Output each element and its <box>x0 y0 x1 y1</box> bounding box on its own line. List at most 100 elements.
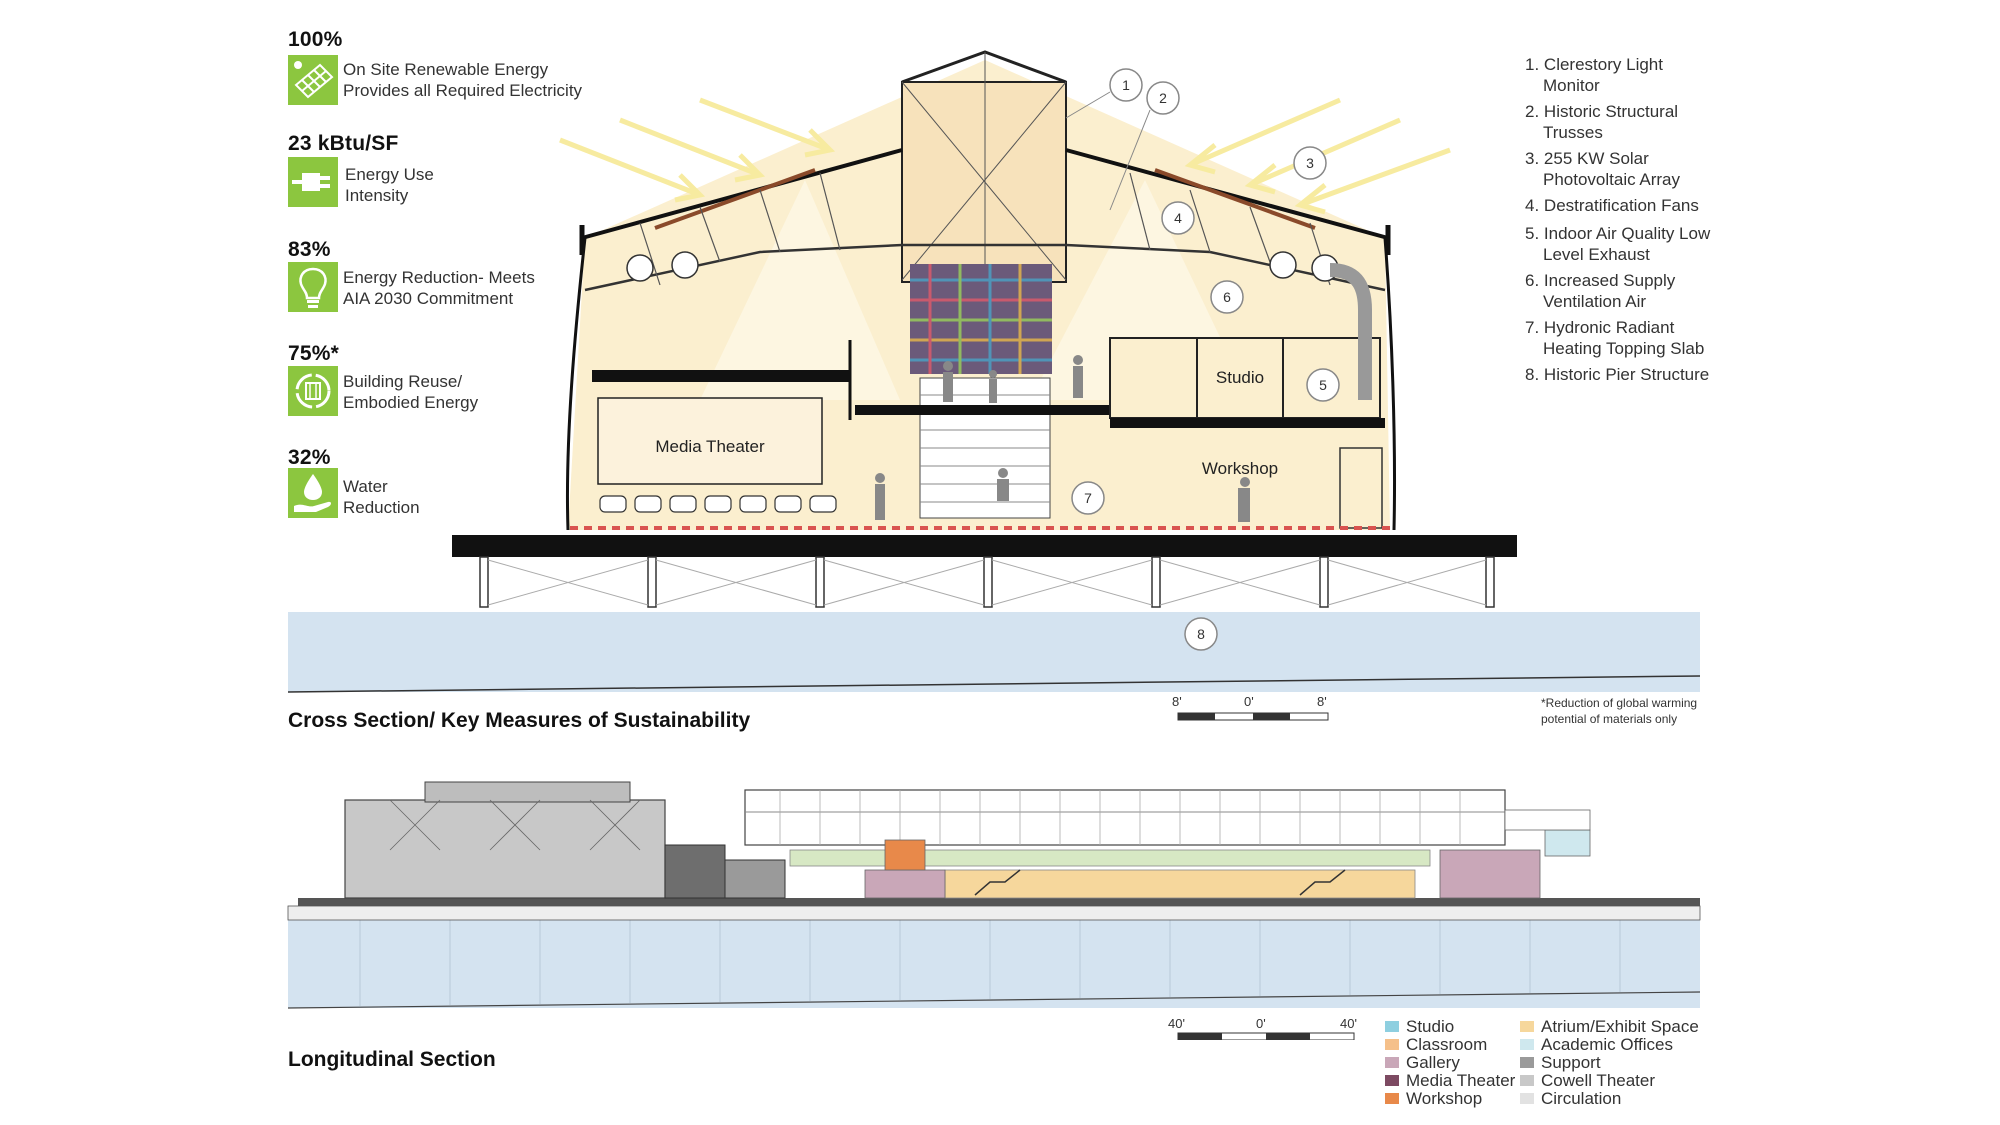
room-label-media-theater: Media Theater <box>655 437 765 456</box>
scale-label: 0' <box>1244 694 1254 709</box>
people-figures <box>875 355 1250 522</box>
key-note-text: Clerestory Light <box>1543 55 1663 74</box>
legend-swatch <box>1385 1039 1399 1051</box>
cross-scale-bar <box>1177 712 1329 721</box>
legend-item: Circulation <box>1520 1090 1621 1108</box>
metric-description: On Site Renewable Energy Provides all Re… <box>343 59 582 101</box>
key-note-text: Monitor <box>1543 76 1600 95</box>
key-note-number: 5. <box>1525 224 1540 243</box>
key-notes-list: 1. Clerestory Light Monitor 2. Historic … <box>1525 54 1710 385</box>
scale-label: 8' <box>1172 694 1182 709</box>
key-note-number: 7. <box>1525 318 1540 337</box>
solar-array-right <box>1154 168 1316 230</box>
long-scale-bar <box>1177 1032 1355 1040</box>
footnote: *Reduction of global warming potential o… <box>1541 695 1697 727</box>
legend-item: Media Theater <box>1385 1072 1515 1090</box>
longitudinal-section-title: Longitudinal Section <box>288 1048 496 1071</box>
cross-section-drawing: 1 2 3 4 5 6 7 8 Media Theater Studio Wor… <box>287 50 1701 721</box>
legend-swatch <box>1520 1075 1534 1087</box>
legend-swatch <box>1385 1093 1399 1105</box>
key-note-text: Historic Structural <box>1543 102 1679 121</box>
metric-line: Energy Reduction- Meets <box>343 268 535 287</box>
key-note-text: Hydronic Radiant <box>1543 318 1675 337</box>
metric-value: 100% <box>288 28 343 51</box>
metric-value: 23 kBtu/SF <box>288 132 399 155</box>
callout-8: 8 <box>1197 626 1205 642</box>
key-note-text: Increased Supply <box>1543 271 1676 290</box>
callout-5: 5 <box>1319 377 1327 393</box>
metric-line: Water <box>343 477 388 496</box>
metric-description: Energy Reduction- Meets AIA 2030 Commitm… <box>343 267 535 309</box>
metric-line: Embodied Energy <box>343 393 479 412</box>
key-note: 3. 255 KW Solar Photovoltaic Array <box>1525 148 1710 190</box>
legend-label: Studio <box>1406 1017 1455 1036</box>
legend-swatch <box>1520 1093 1534 1105</box>
scale-label: 0' <box>1256 1016 1266 1031</box>
solar-array-left <box>654 168 816 230</box>
metric-value: 83% <box>288 238 331 261</box>
scale-label: 8' <box>1317 694 1327 709</box>
metric-line: Building Reuse/ <box>343 372 463 391</box>
key-note: 5. Indoor Air Quality Low Level Exhaust <box>1525 223 1710 265</box>
legend-item: Atrium/Exhibit Space <box>1520 1018 1699 1036</box>
key-note-text: Photovoltaic Array <box>1543 170 1681 189</box>
metric-line: Energy Use <box>345 165 434 184</box>
solar-panel-icon <box>288 55 338 105</box>
callout-6: 6 <box>1223 289 1231 305</box>
sun-arrows <box>559 97 1451 215</box>
legend-item: Cowell Theater <box>1520 1072 1655 1090</box>
legend-label: Gallery <box>1406 1053 1460 1072</box>
legend-swatch <box>1520 1039 1534 1051</box>
metric-line: On Site Renewable Energy <box>343 60 549 79</box>
metric-line: Intensity <box>345 186 409 205</box>
callout-2: 2 <box>1159 90 1167 106</box>
key-note: 1. Clerestory Light Monitor <box>1525 54 1710 96</box>
media-theater-room <box>597 397 823 485</box>
bay-water <box>288 612 1700 692</box>
metric-line: AIA 2030 Commitment <box>343 289 514 308</box>
legend-label: Support <box>1541 1053 1601 1072</box>
scale-label: 40' <box>1340 1016 1357 1031</box>
cross-section-title: Cross Section/ Key Measures of Sustainab… <box>288 709 751 732</box>
legend-swatch <box>1385 1021 1399 1033</box>
metric-description: Water Reduction <box>343 476 420 518</box>
metric-line: Reduction <box>343 498 420 517</box>
power-plug-icon <box>288 157 338 207</box>
legend-label: Academic Offices <box>1541 1035 1673 1054</box>
key-note-number: 2. <box>1525 102 1540 121</box>
cowell-theater-block <box>344 799 666 899</box>
key-note: 6. Increased Supply Ventilation Air <box>1525 270 1710 312</box>
legend-item: Support <box>1520 1054 1601 1072</box>
room-label-studio: Studio <box>1216 368 1264 387</box>
callout-7: 7 <box>1084 490 1092 506</box>
legend-label: Media Theater <box>1406 1071 1516 1090</box>
metric-description: Building Reuse/ Embodied Energy <box>343 371 478 413</box>
legend-swatch <box>1520 1021 1534 1033</box>
atrium-exhibit-block <box>944 869 1416 899</box>
legend-label: Classroom <box>1406 1035 1488 1054</box>
legend-item: Studio <box>1385 1018 1454 1036</box>
water-bottom-line <box>287 675 1701 693</box>
legend-item: Workshop <box>1385 1090 1482 1108</box>
long-bay-water <box>288 920 1700 1008</box>
key-note-number: 1. <box>1525 55 1540 74</box>
legend-label: Circulation <box>1541 1089 1622 1108</box>
light-bulb-icon <box>288 262 338 312</box>
key-note-number: 3. <box>1525 149 1540 168</box>
longitudinal-section-drawing <box>287 781 1701 1040</box>
key-note-text: 255 KW Solar <box>1543 149 1649 168</box>
legend-swatch <box>1385 1057 1399 1069</box>
room-label-workshop: Workshop <box>1202 459 1278 478</box>
workshop-block <box>884 839 926 871</box>
legend-label: Workshop <box>1406 1089 1483 1108</box>
key-note: 7. Hydronic Radiant Heating Topping Slab <box>1525 317 1710 359</box>
key-note: 2. Historic Structural Trusses <box>1525 101 1710 143</box>
recycle-building-icon <box>288 366 338 416</box>
legend-swatch <box>1385 1075 1399 1087</box>
legend-swatch <box>1520 1057 1534 1069</box>
legend-item: Academic Offices <box>1520 1036 1673 1054</box>
key-note-text: Level Exhaust <box>1543 245 1650 264</box>
pier-deck <box>452 535 1517 557</box>
key-note-text: Trusses <box>1543 123 1603 142</box>
key-note: 8. Historic Pier Structure <box>1525 364 1710 385</box>
